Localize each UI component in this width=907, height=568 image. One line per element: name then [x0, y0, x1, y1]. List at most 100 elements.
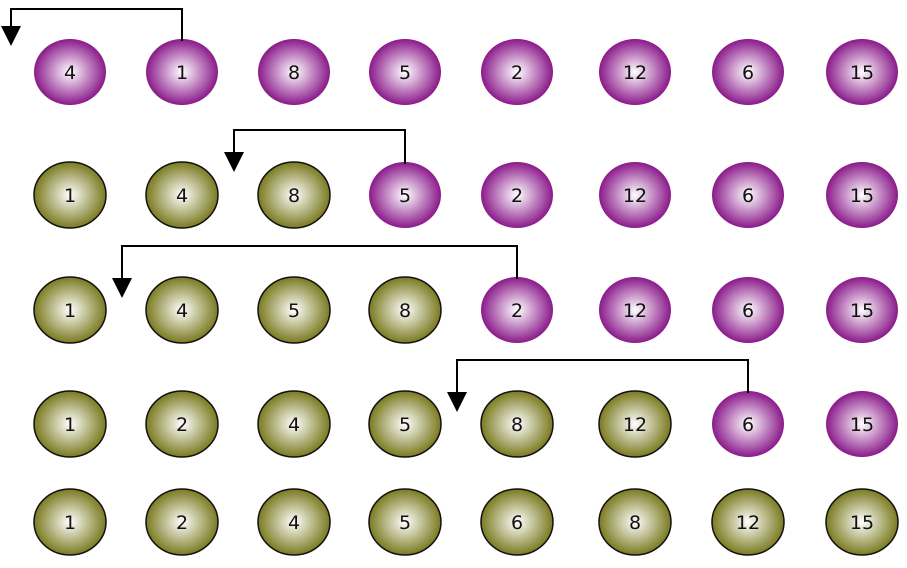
ball-unsorted: 12 [599, 162, 671, 228]
ball-value: 2 [511, 62, 523, 84]
ball-value: 1 [176, 62, 188, 84]
ball-shape [258, 39, 330, 105]
ball-value: 1 [64, 414, 76, 436]
ball-unsorted: 2 [481, 162, 553, 228]
ball-shape [368, 488, 442, 556]
ball-shape [712, 277, 784, 343]
ball-sorted: 12 [598, 390, 672, 458]
ball-sorted: 8 [598, 488, 672, 556]
ball-sorted: 4 [257, 390, 331, 458]
ball-shape [826, 162, 898, 228]
ball-shape [711, 488, 785, 556]
ball-value: 4 [176, 300, 188, 322]
ball-sorted: 2 [145, 390, 219, 458]
ball-sorted: 4 [257, 488, 331, 556]
move-arrow-line [233, 129, 406, 164]
ball-value: 8 [511, 414, 523, 436]
ball-shape [480, 390, 554, 458]
ball-shape [599, 277, 671, 343]
ball-sorted: 1 [33, 276, 107, 344]
ball-unsorted: 12 [599, 277, 671, 343]
ball-unsorted: 6 [712, 391, 784, 457]
ball-sorted: 1 [33, 161, 107, 229]
ball-shape [712, 162, 784, 228]
ball-shape [369, 162, 441, 228]
ball-unsorted: 2 [481, 277, 553, 343]
ball-shape [826, 391, 898, 457]
ball-shape [145, 488, 219, 556]
ball-value: 4 [288, 414, 300, 436]
ball-shape [826, 277, 898, 343]
ball-sorted: 8 [480, 390, 554, 458]
ball-sorted: 2 [145, 488, 219, 556]
ball-shape [481, 162, 553, 228]
ball-shape [598, 390, 672, 458]
ball-value: 1 [64, 512, 76, 534]
ball-shape [481, 39, 553, 105]
ball-shape [145, 161, 219, 229]
ball-unsorted: 2 [481, 39, 553, 105]
ball-value: 2 [176, 414, 188, 436]
ball-value: 12 [736, 512, 760, 534]
ball-unsorted: 6 [712, 277, 784, 343]
ball-sorted: 8 [368, 276, 442, 344]
ball-shape [34, 39, 106, 105]
ball-value: 12 [623, 414, 647, 436]
ball-sorted: 15 [825, 488, 899, 556]
ball-value: 15 [850, 185, 874, 207]
ball-unsorted: 6 [712, 39, 784, 105]
ball-shape [598, 488, 672, 556]
ball-value: 12 [623, 62, 647, 84]
ball-sorted: 6 [480, 488, 554, 556]
ball-unsorted: 15 [826, 162, 898, 228]
ball-sorted: 1 [33, 390, 107, 458]
ball-value: 4 [288, 512, 300, 534]
ball-unsorted: 5 [369, 39, 441, 105]
ball-shape [146, 39, 218, 105]
ball-value: 6 [742, 62, 754, 84]
move-arrow-line [121, 245, 518, 280]
ball-value: 15 [850, 414, 874, 436]
ball-value: 12 [623, 300, 647, 322]
arrow-head-icon [1, 26, 21, 46]
ball-sorted: 5 [257, 276, 331, 344]
ball-unsorted: 5 [369, 162, 441, 228]
ball-shape [145, 390, 219, 458]
ball-value: 4 [176, 185, 188, 207]
ball-sorted: 12 [711, 488, 785, 556]
ball-value: 6 [511, 512, 523, 534]
ball-value: 5 [399, 512, 411, 534]
arrow-head-icon [112, 278, 132, 298]
ball-sorted: 4 [145, 161, 219, 229]
ball-shape [599, 39, 671, 105]
ball-shape [825, 488, 899, 556]
ball-value: 6 [742, 300, 754, 322]
ball-shape [257, 276, 331, 344]
ball-shape [368, 276, 442, 344]
ball-shape [145, 276, 219, 344]
ball-shape [599, 162, 671, 228]
ball-unsorted: 4 [34, 39, 106, 105]
ball-unsorted: 15 [826, 277, 898, 343]
ball-value: 5 [399, 62, 411, 84]
move-arrow-line [10, 8, 183, 41]
ball-value: 8 [288, 185, 300, 207]
ball-shape [33, 488, 107, 556]
arrows-layer [1, 8, 749, 412]
ball-unsorted: 1 [146, 39, 218, 105]
ball-shape [33, 390, 107, 458]
ball-unsorted: 6 [712, 162, 784, 228]
ball-sorted: 5 [368, 390, 442, 458]
ball-value: 8 [288, 62, 300, 84]
ball-shape [712, 391, 784, 457]
ball-shape [480, 488, 554, 556]
move-arrow-line [456, 359, 749, 394]
ball-value: 5 [399, 414, 411, 436]
